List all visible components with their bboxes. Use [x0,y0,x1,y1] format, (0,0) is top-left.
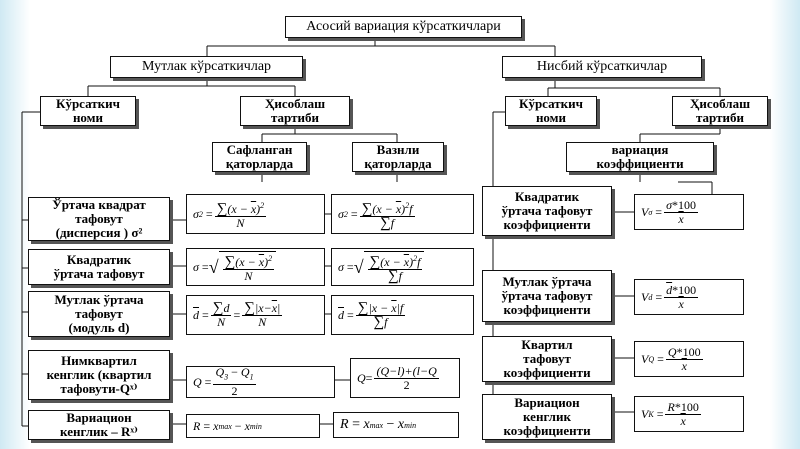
formula-std-weighted: σ = √∑(x − x)2f∑f [331,248,474,286]
header-variation-coef: вариация коэффициенти [566,142,714,172]
relative-branch: Нисбий кўрсаткичлар [502,56,702,78]
header-rel-name: Кўрсаткич номи [505,96,597,126]
connector [206,38,556,56]
formula-mad-weighted: d = ∑|x − x|f∑f [331,295,474,335]
connector [170,213,350,425]
connector [612,211,634,413]
connector [261,124,398,142]
header-rel-procedure: Ҳисоблаш тартиби [672,96,768,126]
row-range: Вариацион кенглик – Rˣ⁾ [28,410,170,440]
row-coef-quartile: Квартил тафовут коэффициенти [482,336,612,382]
row-coef-std: Квадратик ўртача тафовут коэффициенти [482,186,612,236]
row-coef-range: Вариацион кенглик коэффициенти [482,394,612,440]
connector [639,124,721,142]
header-name: Кўрсаткич номи [40,96,136,126]
row-quartile-range: Нимквартил кенглик (квартил тафовути-Qˣ⁾ [28,350,170,400]
row-mean-abs-dev: Мутлак ўртача тафовут (модуль d) [28,291,170,337]
row-coef-mean-abs: Мутлак ўртача ўртача тафовут коэффициент… [482,270,612,322]
connector [547,78,721,96]
header-ungrouped: Сафланган қаторларда [212,142,307,172]
connector [87,78,296,96]
row-dispersion: Ўртача квадрат тафовут (дисперсия ) σ² [28,197,170,241]
absolute-branch: Мутлак кўрсаткичлар [110,56,303,78]
title-box: Асосий вариация кўрсаткичлари [285,16,522,38]
connector [21,111,40,427]
connector [261,170,713,194]
header-weighted: Вазнли қаторларда [352,142,444,172]
header-procedure: Ҳисоблаш тартиби [240,96,350,126]
row-std-dev: Квадратик ўртача тафовут [28,249,170,285]
